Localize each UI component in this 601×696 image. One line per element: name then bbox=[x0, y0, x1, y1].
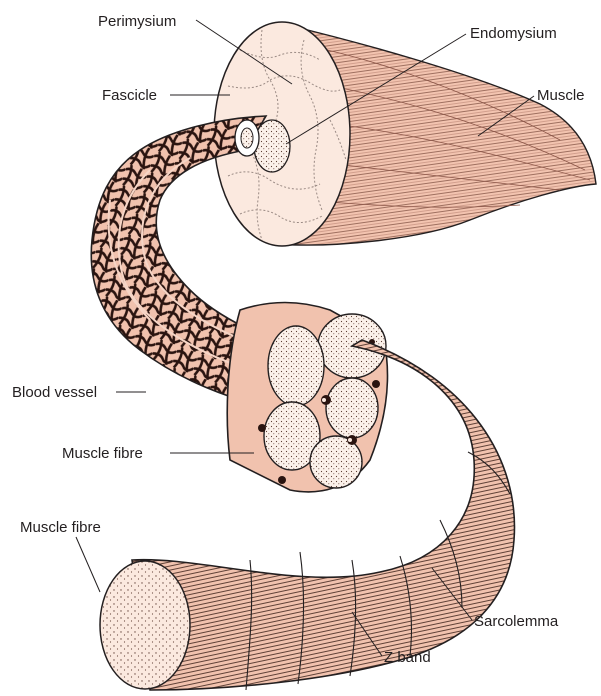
label-z-band-text: Z band bbox=[384, 649, 431, 666]
label-muscle-text: Muscle bbox=[537, 87, 585, 104]
label-blood-vessel-text: Blood vessel bbox=[12, 384, 97, 401]
fibre-bundle bbox=[227, 303, 387, 492]
label-endomysium-text: Endomysium bbox=[470, 25, 557, 42]
label-perimysium-text: Perimysium bbox=[98, 13, 176, 30]
label-fascicle: Fascicle bbox=[102, 87, 230, 104]
label-muscle-fibre-single: Muscle fibre bbox=[20, 519, 101, 592]
label-muscle-fibre-bundle: Muscle fibre bbox=[62, 445, 254, 462]
label-sarcolemma-text: Sarcolemma bbox=[474, 613, 559, 630]
label-fascicle-text: Fascicle bbox=[102, 87, 157, 104]
label-muscle-fibre-single-text: Muscle fibre bbox=[20, 519, 101, 536]
label-blood-vessel: Blood vessel bbox=[12, 384, 146, 401]
label-muscle-fibre-bundle-text: Muscle fibre bbox=[62, 445, 143, 462]
